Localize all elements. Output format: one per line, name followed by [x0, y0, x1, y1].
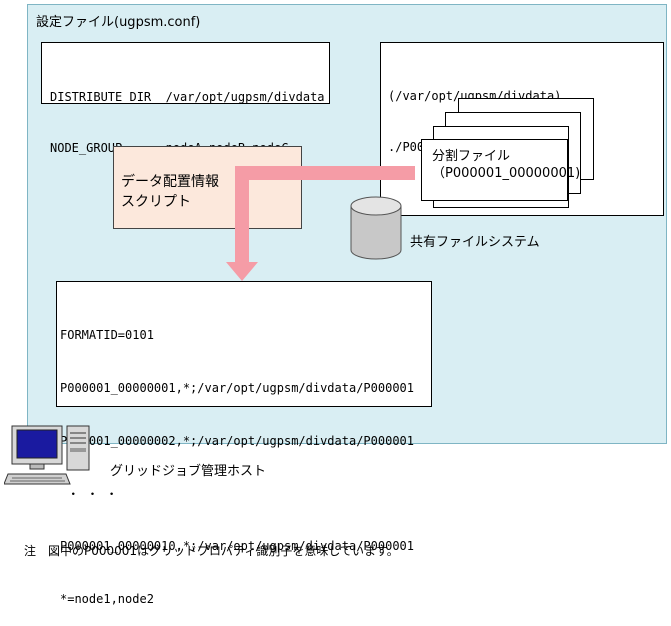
format-file-box — [56, 281, 432, 407]
format-line-nodes: *=node1,node2 — [60, 592, 154, 607]
disk-cylinder-icon — [350, 196, 402, 260]
format-line-ellipsis: ・ ・ ・ — [60, 486, 118, 501]
format-line-entry: P000001_00000001,*;/var/opt/ugpsm/divdat… — [60, 380, 415, 395]
config-line-distribute-dir: DISTRIBUTE_DIR /var/opt/ugpsm/divdata — [50, 90, 325, 104]
split-file-name: （P000001_00000001) — [432, 166, 581, 181]
format-file-lines: FORMATID=0101 P000001_00000001,*;/var/op… — [60, 292, 414, 626]
data-placement-script-label: データ配置情報 スクリプト — [121, 174, 219, 210]
split-file-front — [421, 139, 568, 201]
split-file-title: 分割ファイル — [432, 149, 511, 164]
panel-title: 設定ファイル(ugpsm.conf) — [36, 15, 201, 30]
shared-fs-label: 共有ファイルシステム — [410, 235, 540, 250]
format-line-entry: P000001_00000010,*;/var/opt/ugpsm/divdat… — [60, 539, 415, 554]
flow-arrow — [226, 166, 415, 281]
grid-job-host-label: グリッドジョブ管理ホスト — [110, 464, 267, 479]
config-file-box — [41, 42, 330, 104]
footnote: 注 図中のP000001はグリッドプロパティ識別子を意味しています。 — [24, 544, 399, 558]
computer-icon — [4, 425, 90, 485]
format-line-formatid: FORMATID=0101 — [60, 328, 154, 343]
format-line-entry: P000001_00000002,*;/var/opt/ugpsm/divdat… — [60, 433, 415, 448]
split-file-label: 分割ファイル （P000001_00000001) — [432, 148, 580, 182]
data-placement-script-box — [113, 146, 302, 229]
